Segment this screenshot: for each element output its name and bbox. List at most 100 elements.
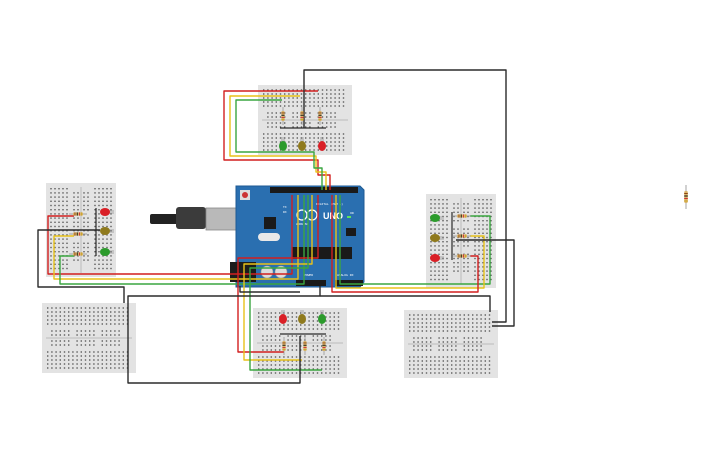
breadboard-hole[interactable] xyxy=(442,228,444,230)
breadboard-hole[interactable] xyxy=(421,326,423,328)
breadboard-hole[interactable] xyxy=(304,356,306,358)
green-led[interactable] xyxy=(430,214,444,222)
breadboard-hole[interactable] xyxy=(72,355,74,357)
breadboard-hole[interactable] xyxy=(114,363,116,365)
breadboard-hole[interactable] xyxy=(55,367,57,369)
breadboard-hole[interactable] xyxy=(467,207,469,209)
breadboard-hole[interactable] xyxy=(50,192,52,194)
breadboard-hole[interactable] xyxy=(434,270,436,272)
breadboard-hole[interactable] xyxy=(467,322,470,324)
breadboard-hole[interactable] xyxy=(480,372,482,374)
breadboard-hole[interactable] xyxy=(54,225,56,228)
wire-green[interactable] xyxy=(249,195,322,371)
loose-resistor[interactable] xyxy=(684,185,688,209)
breadboard-hole[interactable] xyxy=(330,122,332,124)
breadboard-hole[interactable] xyxy=(59,319,61,321)
breadboard-hole[interactable] xyxy=(317,149,319,151)
breadboard-hole[interactable] xyxy=(333,368,335,370)
wire-black[interactable] xyxy=(320,295,491,312)
breadboard-hole[interactable] xyxy=(317,116,319,118)
breadboard-hole[interactable] xyxy=(312,339,314,341)
breadboard-hole[interactable] xyxy=(457,232,459,234)
breadboard-hole[interactable] xyxy=(317,141,319,143)
breadboard-hole[interactable] xyxy=(263,145,265,147)
breadboard-hole[interactable] xyxy=(110,246,112,249)
breadboard-hole[interactable] xyxy=(51,340,53,342)
breadboard-hole[interactable] xyxy=(73,242,75,244)
breadboard-hole[interactable] xyxy=(66,213,68,215)
breadboard-hole[interactable] xyxy=(287,349,289,351)
breadboard-hole[interactable] xyxy=(50,259,52,261)
breadboard-hole[interactable] xyxy=(110,315,112,317)
breadboard-hole[interactable] xyxy=(478,278,480,281)
breadboard-hole[interactable] xyxy=(62,200,64,202)
breadboard-hole[interactable] xyxy=(486,262,488,264)
breadboard-hole[interactable] xyxy=(425,326,428,328)
breadboard-hole[interactable] xyxy=(271,149,273,151)
breadboard-hole[interactable] xyxy=(59,315,61,317)
breadboard-hole[interactable] xyxy=(480,322,482,324)
breadboard-hole[interactable] xyxy=(98,204,100,207)
breadboard-hole[interactable] xyxy=(321,335,323,337)
breadboard-hole[interactable] xyxy=(110,230,112,232)
breadboard-hole[interactable] xyxy=(102,188,104,190)
breadboard-hole[interactable] xyxy=(434,266,436,268)
breadboard-hole[interactable] xyxy=(110,204,112,207)
breadboard-hole[interactable] xyxy=(66,204,68,207)
breadboard-hole[interactable] xyxy=(326,105,328,107)
breadboard-hole[interactable] xyxy=(446,228,448,230)
breadboard-hole[interactable] xyxy=(442,266,444,268)
breadboard-hole[interactable] xyxy=(474,249,476,251)
breadboard-hole[interactable] xyxy=(271,126,273,128)
breadboard-hole[interactable] xyxy=(87,221,89,223)
breadboard-hole[interactable] xyxy=(430,356,432,358)
breadboard-hole[interactable] xyxy=(474,270,476,272)
breadboard-hole[interactable] xyxy=(267,101,269,103)
breadboard-hole[interactable] xyxy=(325,328,327,330)
breadboard-hole[interactable] xyxy=(101,330,103,332)
breadboard-hole[interactable] xyxy=(54,259,56,261)
breadboard-hole[interactable] xyxy=(279,364,281,366)
breadboard-hole[interactable] xyxy=(93,359,95,361)
breadboard-hole[interactable] xyxy=(467,345,470,347)
breadboard-hole[interactable] xyxy=(409,368,411,370)
breadboard-hole[interactable] xyxy=(457,241,459,243)
breadboard-hole[interactable] xyxy=(312,372,314,374)
breadboard-hole[interactable] xyxy=(434,330,436,332)
breadboard-hole[interactable] xyxy=(110,344,112,346)
breadboard-hole[interactable] xyxy=(296,145,298,147)
breadboard-hole[interactable] xyxy=(262,372,264,374)
breadboard-hole[interactable] xyxy=(474,199,476,201)
breadboard-hole[interactable] xyxy=(459,360,461,362)
breadboard-hole[interactable] xyxy=(68,323,70,325)
breadboard-hole[interactable] xyxy=(89,367,91,369)
breadboard-hole[interactable] xyxy=(337,320,340,322)
breadboard-hole[interactable] xyxy=(446,249,448,251)
breadboard-hole[interactable] xyxy=(446,356,449,358)
breadboard-hole[interactable] xyxy=(457,211,459,213)
breadboard-hole[interactable] xyxy=(266,356,268,358)
breadboard-hole[interactable] xyxy=(472,356,474,358)
breadboard-hole[interactable] xyxy=(463,253,465,255)
breadboard-hole[interactable] xyxy=(442,245,444,247)
breadboard-hole[interactable] xyxy=(89,330,91,332)
breadboard-hole[interactable] xyxy=(342,141,345,143)
breadboard-hole[interactable] xyxy=(110,311,112,313)
breadboard-hole[interactable] xyxy=(476,326,478,328)
breadboard-hole[interactable] xyxy=(55,355,57,357)
breadboard-hole[interactable] xyxy=(459,322,461,324)
breadboard-hole[interactable] xyxy=(313,141,315,143)
breadboard-hole[interactable] xyxy=(58,251,60,253)
breadboard-hole[interactable] xyxy=(329,360,331,362)
breadboard-hole[interactable] xyxy=(442,220,444,222)
breadboard-hole[interactable] xyxy=(267,105,269,107)
breadboard-hole[interactable] xyxy=(421,345,423,347)
breadboard-hole[interactable] xyxy=(47,363,49,365)
breadboard-hole[interactable] xyxy=(472,372,474,374)
breadboard-hole[interactable] xyxy=(463,356,465,358)
breadboard-hole[interactable] xyxy=(66,192,68,194)
breadboard-hole[interactable] xyxy=(94,238,96,240)
breadboard-hole[interactable] xyxy=(434,249,436,251)
breadboard-hole[interactable] xyxy=(488,364,491,366)
breadboard-hole[interactable] xyxy=(262,349,264,351)
